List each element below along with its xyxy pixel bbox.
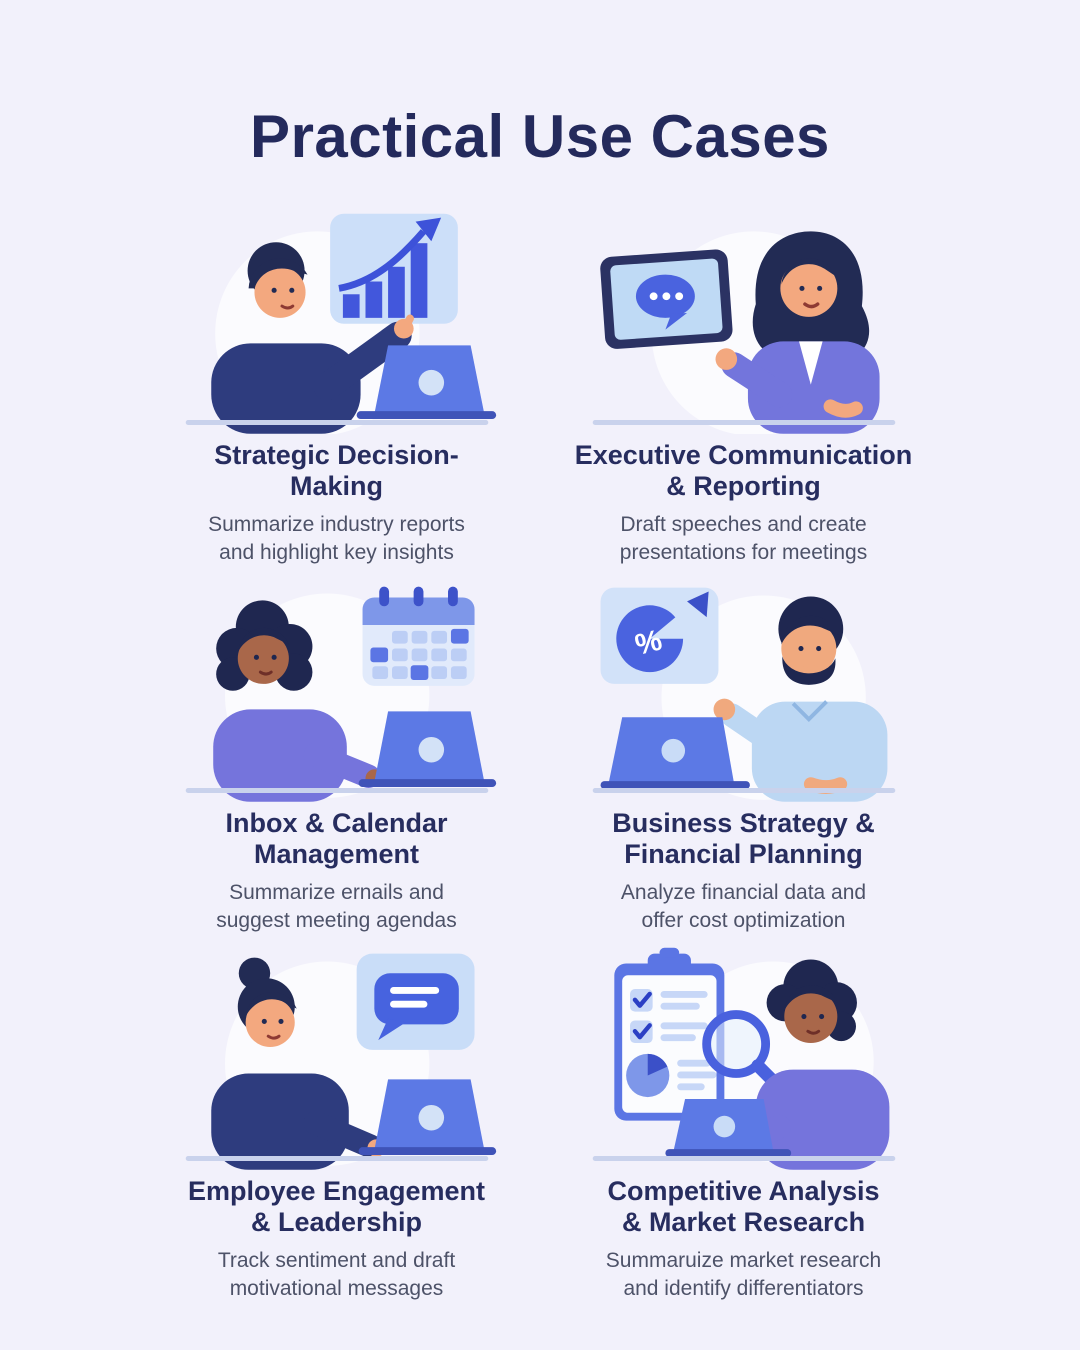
panel-title: Business Strategy & Financial Planning [612,807,875,870]
person-figure [715,231,880,434]
panel-description: Summaruize market research and identify … [605,1249,882,1300]
panel-title: Strategic Decision- Making [214,439,459,502]
panel-description: Draft speeches and create presentations … [619,513,868,564]
person-figure [210,242,414,434]
laptop-icon [664,1099,791,1158]
person-figure [212,600,383,802]
desk-line [185,1156,488,1161]
illustration-business-strategy: % [592,587,895,802]
use-case-panel-strategic-decision-making: Strategic Decision- Making Summarize ind… [139,198,534,566]
checklist-items [629,989,708,1044]
panel-description: Track sentiment and draft motivational m… [217,1249,456,1300]
panel-title: Competitive Analysis & Market Research [607,1175,880,1238]
laptop-icon [358,711,496,788]
mini-pie-chart-icon [625,1053,716,1098]
bar-chart-growth-icon [329,213,458,324]
illustration-inbox-calendar [185,586,496,802]
panel-title: Employee Engagement & Leadership [187,1175,486,1238]
calendar-icon [362,586,475,686]
panel-description: Analyze financial data and offer cost op… [620,881,867,932]
illustration-competitive-analysis [592,947,895,1170]
desk-line [592,1156,895,1161]
use-case-panel-competitive-analysis: Competitive Analysis & Market Research S… [546,934,941,1302]
illustration-strategic-decision-making [185,213,496,434]
desk-line [185,788,488,793]
desk-line [185,420,488,425]
laptop-icon [600,717,750,790]
pie-chart-percent-icon: % [600,587,718,684]
page-title: Practical Use Cases [250,103,830,170]
laptop-icon [358,1079,496,1156]
growth-arrow-icon [337,229,426,292]
illustration-executive-communication [592,231,895,434]
use-case-panel-executive-communication: Executive Communication & Reporting Draf… [546,198,941,566]
panel-title: Inbox & Calendar Management [225,807,448,870]
panel-description: Summarize industry reports and highlight… [208,513,465,564]
panel-title: Executive Communication & Reporting [574,439,913,502]
use-case-panel-employee-engagement: Employee Engagement & Leadership Track s… [139,934,534,1302]
laptop-icon [356,345,496,420]
panel-description: Summarize ernails and suggest meeting ag… [216,881,457,932]
tablet-chat-bubble-icon [599,249,733,349]
illustration-employee-engagement [185,953,496,1170]
use-case-panel-business-strategy: % [546,566,941,934]
person-figure [713,596,887,802]
use-case-panel-inbox-calendar: Inbox & Calendar Management Summarize er… [139,566,534,934]
use-case-grid: Strategic Decision- Making Summarize ind… [139,198,941,1302]
clipboard-icon [613,947,724,1121]
person-figure [210,957,385,1170]
desk-line [592,788,895,793]
message-bubble-icon [356,953,475,1050]
desk-line [592,420,895,425]
